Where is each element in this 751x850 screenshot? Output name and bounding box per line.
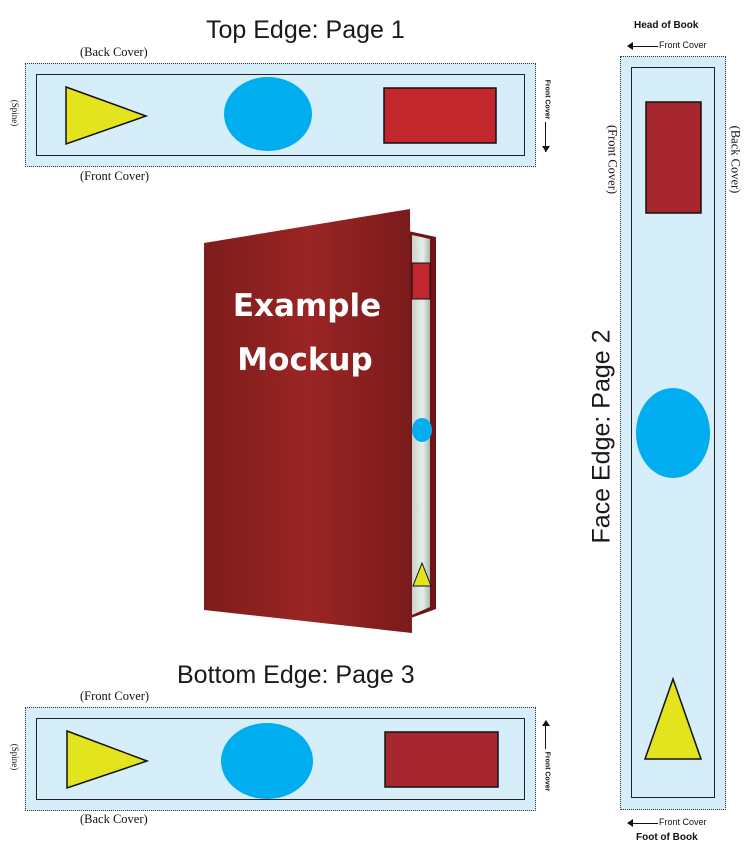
book-title-line2: Mockup	[237, 342, 373, 378]
top-edge-inner-frame	[36, 74, 525, 156]
arrow-left-icon	[627, 819, 633, 827]
face-edge-top-arrow-label: Front Cover	[659, 40, 707, 50]
bottom-edge-arrow: Front Cover	[539, 720, 559, 792]
bottom-edge-front-cover-label: (Front Cover)	[80, 689, 150, 703]
face-edge-bottom-arrow-label: Front Cover	[659, 817, 707, 827]
face-edge-front-cover-label: (Front Cover)	[605, 124, 620, 195]
face-edge-head-label: Head of Book	[634, 20, 699, 31]
top-edge-shapes	[65, 77, 497, 151]
book-edge-rectangle	[411, 262, 431, 300]
face-edge-shapes	[636, 101, 710, 760]
bottom-edge-spine-label: (Spine)	[10, 743, 20, 771]
book-title-line1: Example	[232, 288, 382, 324]
arrow-up-icon	[542, 720, 550, 726]
top-edge-arrow-line	[545, 122, 546, 152]
arrow-left-icon	[627, 42, 633, 50]
bottom-edge-strip	[25, 707, 536, 811]
top-edge-arrow-label-box: Front Cover	[523, 80, 571, 120]
face-edge-circle	[636, 388, 710, 478]
top-edge-strip	[25, 63, 536, 167]
face-edge-top-arrow-line	[632, 46, 658, 47]
top-edge-arrow: Front Cover	[539, 80, 559, 154]
book-front-cover	[204, 209, 412, 633]
face-edge-strip	[620, 56, 726, 810]
top-edge-rectangle	[383, 87, 497, 144]
face-edge-bottom-arrow-line	[632, 823, 658, 824]
book-edge-circle	[412, 418, 432, 442]
face-edge-triangle	[643, 676, 703, 760]
top-edge-heading: Top Edge: Page 1	[206, 16, 405, 44]
top-edge-circle	[224, 77, 312, 151]
top-edge-front-cover-label: (Front Cover)	[80, 169, 150, 183]
face-edge-bottom-arrow: Front Cover	[627, 816, 727, 830]
bottom-edge-heading: Bottom Edge: Page 3	[177, 661, 415, 689]
top-edge-triangle	[65, 85, 149, 146]
face-edge-foot-label: Foot of Book	[636, 832, 698, 843]
face-edge-heading: Face Edge: Page 2	[587, 329, 616, 544]
face-edge-top-arrow: Front Cover	[627, 39, 727, 53]
arrow-down-icon	[542, 146, 550, 152]
bottom-edge-back-cover-label: (Back Cover)	[80, 812, 148, 826]
book-edge-triangle	[412, 561, 432, 587]
bottom-edge-triangle	[66, 729, 150, 790]
bottom-edge-arrow-label-box: Front Cover	[523, 752, 571, 792]
bottom-edge-arrow-line	[545, 725, 546, 749]
bottom-edge-inner-frame	[36, 718, 525, 800]
face-edge-front-cover-label-box: (Front Cover)	[557, 125, 667, 194]
top-edge-arrow-label: Front Cover	[543, 79, 551, 120]
book-mockup	[204, 209, 436, 633]
face-edge-back-cover-label: (Back Cover)	[728, 125, 743, 194]
face-edge-inner-frame	[631, 67, 715, 798]
face-edge-rectangle	[645, 101, 702, 214]
face-edge-heading-box: Face Edge: Page 2	[477, 329, 727, 543]
bottom-edge-rectangle	[384, 731, 499, 788]
face-edge-back-cover-label-box: (Back Cover)	[680, 126, 751, 194]
bottom-edge-arrow-label: Front Cover	[543, 751, 551, 792]
top-edge-spine-label: (Spine)	[10, 99, 20, 127]
top-edge-back-cover-label: (Back Cover)	[80, 45, 148, 59]
bottom-edge-circle	[221, 723, 313, 799]
bottom-edge-shapes	[66, 723, 499, 799]
